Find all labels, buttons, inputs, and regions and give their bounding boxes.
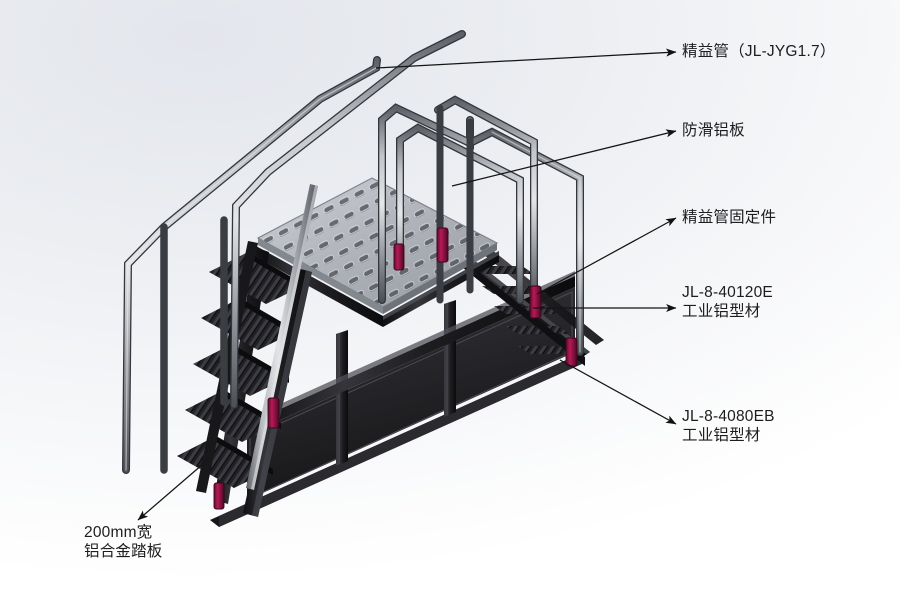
leader-line-anti-slip-plate: [451, 129, 677, 187]
base-frame: [210, 271, 584, 527]
callout-label-lean-pipe: 精益管（JL-JYG1.7）: [682, 43, 836, 60]
crimson-connector: [213, 482, 225, 510]
crimson-connector: [565, 337, 578, 367]
crimson-connector: [267, 397, 280, 429]
handrail-left-rear: [230, 30, 466, 409]
handrail-assembly: [122, 30, 584, 474]
leader-line-step-tread: [137, 463, 204, 521]
leader-lines: [137, 48, 677, 521]
handrail-posts-right: [436, 104, 474, 304]
callout-label-pipe-fixing: 精益管固定件: [682, 209, 777, 226]
callout-label-profile-4080eb: JL-8-4080EB 工业铝型材: [682, 408, 775, 444]
callout-label-step-tread: 200mm宽 铝合金踏板: [84, 524, 163, 560]
leader-line-pipe-fixing: [536, 217, 677, 295]
crimson-connector: [393, 243, 405, 271]
handrail-platform-front: [396, 123, 524, 304]
handrail-posts-left: [160, 216, 228, 474]
leader-line-lean-pipe: [375, 48, 677, 69]
crimson-connector: [529, 285, 542, 319]
leader-line-profile-4080eb: [559, 359, 677, 425]
callout-label-anti-slip-plate: 防滑铝板: [682, 122, 745, 139]
handrail-right-rear: [434, 95, 538, 304]
crimson-connector: [436, 227, 449, 263]
callout-label-profile-40120e: JL-8-40120E 工业铝型材: [682, 284, 773, 320]
